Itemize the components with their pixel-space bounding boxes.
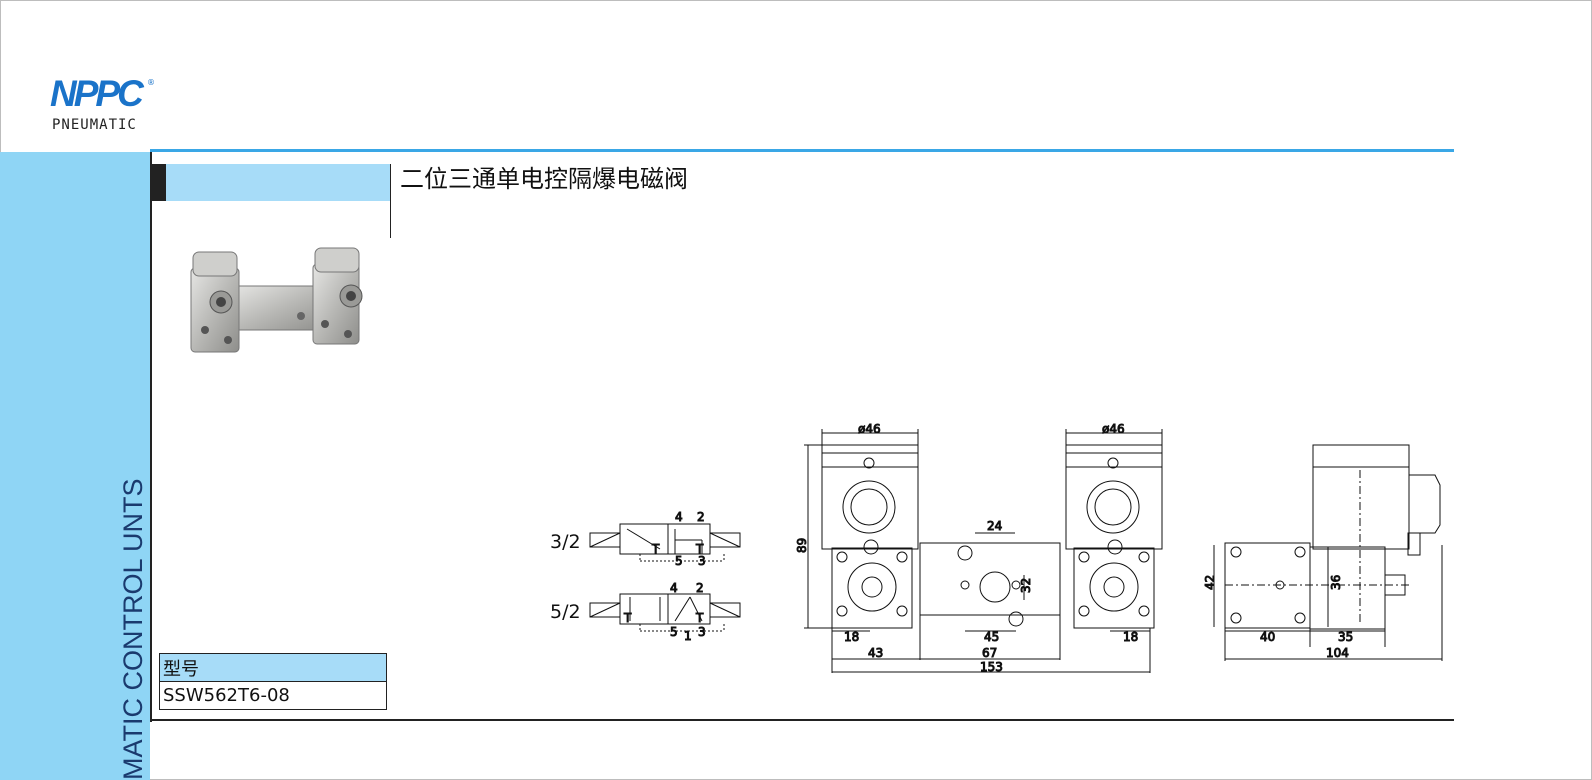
- registered-mark: ®: [147, 78, 155, 87]
- content-left-rule: [150, 152, 152, 722]
- front-view: ø46 ø46 89 24 32 18 45 18 43 67 153: [795, 422, 1163, 675]
- dim-36: 36: [1329, 575, 1343, 590]
- symbol-52-port-5: 5: [670, 625, 678, 639]
- dim-18-right: 18: [1123, 630, 1138, 644]
- title-tab: [166, 164, 391, 201]
- symbol-32-port-5: 5: [675, 554, 683, 568]
- bottom-rule: [150, 719, 1454, 721]
- symbol-5-2: 4 2 T T 5 1 3: [589, 581, 741, 644]
- dim-35: 35: [1338, 630, 1353, 644]
- dim-dia-left: ø46: [858, 422, 881, 436]
- model-value: SSW562T6-08: [159, 681, 387, 710]
- dim-dia-right: ø46: [1102, 422, 1125, 436]
- dim-67: 67: [982, 646, 997, 660]
- dim-104: 104: [1326, 646, 1349, 660]
- side-band: [0, 152, 150, 780]
- symbol-52-t-right: T: [695, 611, 704, 625]
- symbol-32-t-right: T: [695, 542, 704, 556]
- dim-height: 89: [795, 538, 809, 553]
- model-table: 型号 SSW562T6-08: [159, 653, 387, 710]
- symbol-32-port-2: 2: [697, 510, 705, 524]
- product-photo: [190, 247, 363, 353]
- symbol-52-t-left: T: [623, 611, 632, 625]
- logo-subtitle: PNEUMATIC: [52, 117, 137, 133]
- symbol-52-port-3: 3: [698, 625, 706, 639]
- dim-45: 45: [984, 630, 999, 644]
- side-banner-text: MATIC CONTROL UNTS: [118, 478, 148, 780]
- dim-24: 24: [987, 519, 1002, 533]
- dim-32: 32: [1019, 578, 1033, 593]
- title-tab-marker: [152, 164, 166, 201]
- title-tab-divider: [390, 164, 391, 238]
- side-view: 42 36 40 35 104: [1203, 444, 1443, 661]
- symbol-32-port-4: 4: [675, 510, 683, 524]
- dim-43: 43: [868, 646, 883, 660]
- symbol-32-t-left: T: [651, 542, 660, 556]
- dim-18-left: 18: [844, 630, 859, 644]
- dim-40: 40: [1260, 630, 1275, 644]
- dim-153: 153: [980, 660, 1003, 674]
- model-header: 型号: [159, 653, 387, 682]
- page-title: 二位三通单电控隔爆电磁阀: [400, 165, 688, 193]
- symbol-52-port-2: 2: [696, 581, 704, 595]
- symbol-label-5-2: 5/2: [550, 601, 581, 623]
- symbol-52-port-1: 1: [684, 629, 692, 643]
- top-rule: [150, 149, 1454, 152]
- symbol-52-port-4: 4: [670, 581, 678, 595]
- technical-drawing: 4 2 T T 5 3 4 2 T T 5 1 3: [589, 422, 1443, 675]
- dim-42: 42: [1203, 575, 1217, 590]
- symbol-label-3-2: 3/2: [550, 531, 581, 553]
- symbol-3-2: 4 2 T T 5 3: [589, 510, 741, 569]
- logo-nppc: NPPC: [50, 73, 144, 114]
